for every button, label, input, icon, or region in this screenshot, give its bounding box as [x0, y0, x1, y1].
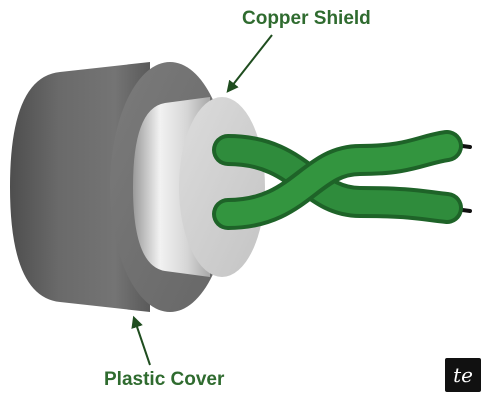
plastic-cover-label: Plastic Cover: [104, 369, 225, 390]
logo-text: te: [453, 363, 473, 387]
wire-a-highlight: [216, 138, 459, 220]
wire-b-highlight: [216, 134, 459, 226]
copper-shield-label: Copper Shield: [242, 8, 371, 29]
copper-shield-face: [179, 97, 265, 277]
arrow-icon: [131, 315, 151, 366]
copper-shield: [133, 97, 265, 277]
twisted-pair-wires: [212, 130, 472, 230]
plastic-cover-body: [10, 62, 150, 312]
arrow-icon: [226, 34, 273, 93]
te-logo-icon: te: [445, 358, 481, 392]
